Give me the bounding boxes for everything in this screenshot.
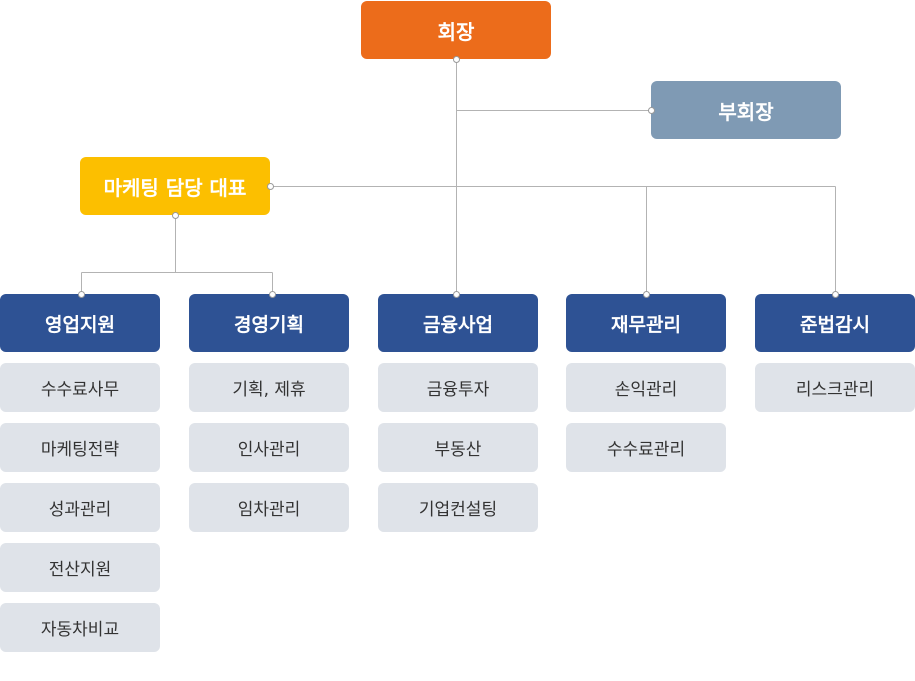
sub-item-label: 자동차비교 [40,620,120,640]
sub-item-label: 금융투자 [426,380,490,400]
sub-item-label: 기획, 제휴 [232,380,306,400]
sub-item: 금융투자 [378,363,538,412]
connector-dot [832,290,839,298]
department-label: 영업지원 [45,313,115,336]
connector-dot [269,290,276,298]
marketing-head-label: 마케팅 담당 대표 [103,175,247,200]
sub-item-label: 부동산 [434,440,482,460]
department-label: 경영기획 [234,313,304,336]
sub-item: 성과관리 [0,483,160,532]
sub-item: 리스크관리 [755,363,915,412]
connector-dot [647,107,655,114]
connector-dot [453,55,460,63]
department-sales-support: 영업지원 [0,294,160,352]
sub-item: 기업컨설팅 [378,483,538,532]
sub-item-label: 리스크관리 [795,380,875,400]
department-management-planning: 경영기획 [189,294,349,352]
sub-item: 수수료관리 [566,423,726,472]
vice-chairman-box: 부회장 [651,81,841,139]
sub-item: 기획, 제휴 [189,363,349,412]
sub-item-label: 기업컨설팅 [418,500,498,520]
sub-item: 마케팅전략 [0,423,160,472]
sub-item: 인사관리 [189,423,349,472]
sub-item-label: 수수료사무 [40,380,120,400]
connector-dot [453,290,460,298]
connector-dot [643,290,650,298]
sub-item-label: 수수료관리 [606,440,686,460]
sub-item: 수수료사무 [0,363,160,412]
chairman-box: 회장 [361,1,551,59]
sub-item: 부동산 [378,423,538,472]
sub-item-label: 전산지원 [48,560,112,580]
sub-item-label: 마케팅전략 [40,440,120,460]
sub-item-label: 손익관리 [614,380,678,400]
department-label: 금융사업 [423,313,493,336]
sub-item: 자동차비교 [0,603,160,652]
sub-item-label: 임차관리 [237,500,301,520]
department-financial-management: 재무관리 [566,294,726,352]
sub-item: 임차관리 [189,483,349,532]
connector-dot [78,290,85,298]
sub-item-label: 인사관리 [237,440,301,460]
sub-item-label: 성과관리 [48,500,112,520]
connector-dot [172,211,179,219]
department-compliance: 준법감시 [755,294,915,352]
connector-dot [266,183,274,190]
department-finance-business: 금융사업 [378,294,538,352]
department-label: 준법감시 [800,313,870,336]
vice-chairman-label: 부회장 [718,99,774,124]
sub-item: 전산지원 [0,543,160,592]
sub-item: 손익관리 [566,363,726,412]
department-label: 재무관리 [611,313,681,336]
marketing-head-box: 마케팅 담당 대표 [80,157,270,215]
chairman-label: 회장 [437,19,475,44]
